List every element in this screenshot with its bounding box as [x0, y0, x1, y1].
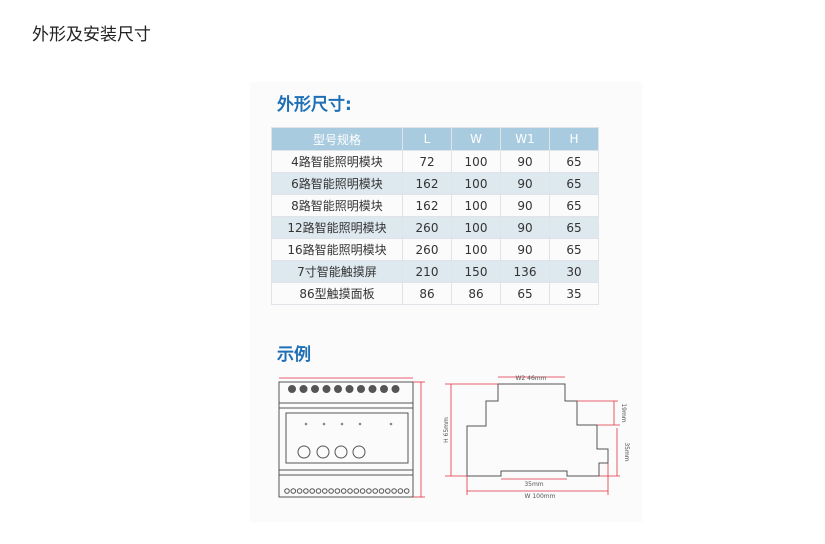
- terminal-screw-icon: [288, 385, 296, 393]
- h19-label: 19mm: [620, 403, 627, 422]
- terminal-screw-icon: [391, 385, 400, 393]
- terminal-icon: [397, 488, 404, 494]
- table-cell: 210: [402, 260, 452, 283]
- table-cell: 100: [451, 194, 501, 217]
- terminal-screw-icon: [299, 385, 308, 393]
- terminal-icon: [284, 488, 290, 494]
- table-cell: 260: [402, 216, 452, 239]
- terminal-icon: [334, 488, 341, 494]
- terminal-icon: [403, 488, 410, 494]
- model-cell: 86型触摸面板: [271, 282, 403, 305]
- table-cell: 65: [500, 282, 550, 305]
- model-cell: 7寸智能触摸屏: [271, 260, 403, 283]
- model-cell: 8路智能照明模块: [271, 194, 403, 217]
- model-cell: 4路智能照明模块: [271, 150, 403, 173]
- terminal-icon: [372, 488, 379, 494]
- terminal-icon: [309, 488, 316, 494]
- model-cell: 12路智能照明模块: [271, 216, 403, 239]
- table-cell: 35: [549, 282, 599, 305]
- table-cell: 162: [402, 194, 452, 217]
- table-cell: 90: [500, 194, 550, 217]
- terminal-screw-icon: [311, 385, 319, 393]
- model-cell: 6路智能照明模块: [271, 172, 403, 195]
- terminal-screw-icon: [357, 385, 365, 393]
- terminal-screw-icon: [345, 385, 354, 393]
- terminal-icon: [353, 488, 360, 494]
- terminal-icon: [366, 488, 372, 494]
- terminal-icon: [347, 488, 353, 494]
- terminal-icon: [359, 488, 366, 494]
- terminal-icon: [296, 488, 303, 494]
- terminal-icon: [385, 488, 391, 494]
- h-label: H 65mm: [443, 417, 450, 443]
- table-cell: 260: [402, 238, 452, 261]
- table-cell: 86: [402, 282, 452, 305]
- terminal-screw-icon: [380, 385, 388, 393]
- rail-label: 35mm: [524, 481, 543, 488]
- table-cell: 65: [549, 216, 599, 239]
- terminal-screw-icon: [322, 385, 331, 393]
- front-view-drawing: [278, 381, 414, 498]
- front-view-dimension-lines: [279, 377, 425, 498]
- w-label: W 100mm: [525, 493, 556, 500]
- terminal-screw-icon: [368, 385, 377, 393]
- terminal-icon: [322, 488, 328, 494]
- dimensions-heading: 外形尺寸:: [277, 95, 352, 115]
- h35-label: 35mm: [623, 442, 630, 461]
- table-cell: 30: [549, 260, 599, 283]
- header-model: 型号规格: [271, 127, 403, 151]
- table-cell: 90: [500, 172, 550, 195]
- header-h: H: [549, 127, 599, 151]
- side-view-dimension-lines: [445, 376, 620, 495]
- terminal-icon: [328, 488, 334, 494]
- terminal-icon: [303, 488, 309, 494]
- terminal-icon: [315, 488, 322, 494]
- terminal-screw-icon: [334, 385, 342, 393]
- terminal-icon: [290, 488, 297, 494]
- terminal-icon: [391, 488, 397, 494]
- w2-label: W2 46mm: [516, 375, 547, 382]
- example-heading: 示例: [277, 345, 311, 365]
- page-title: 外形及安装尺寸: [32, 25, 151, 45]
- terminal-icon: [340, 488, 347, 494]
- side-view-drawing: [466, 383, 609, 477]
- terminal-icon: [378, 488, 385, 494]
- table-cell: 150: [451, 260, 501, 283]
- table-cell: 100: [451, 172, 501, 195]
